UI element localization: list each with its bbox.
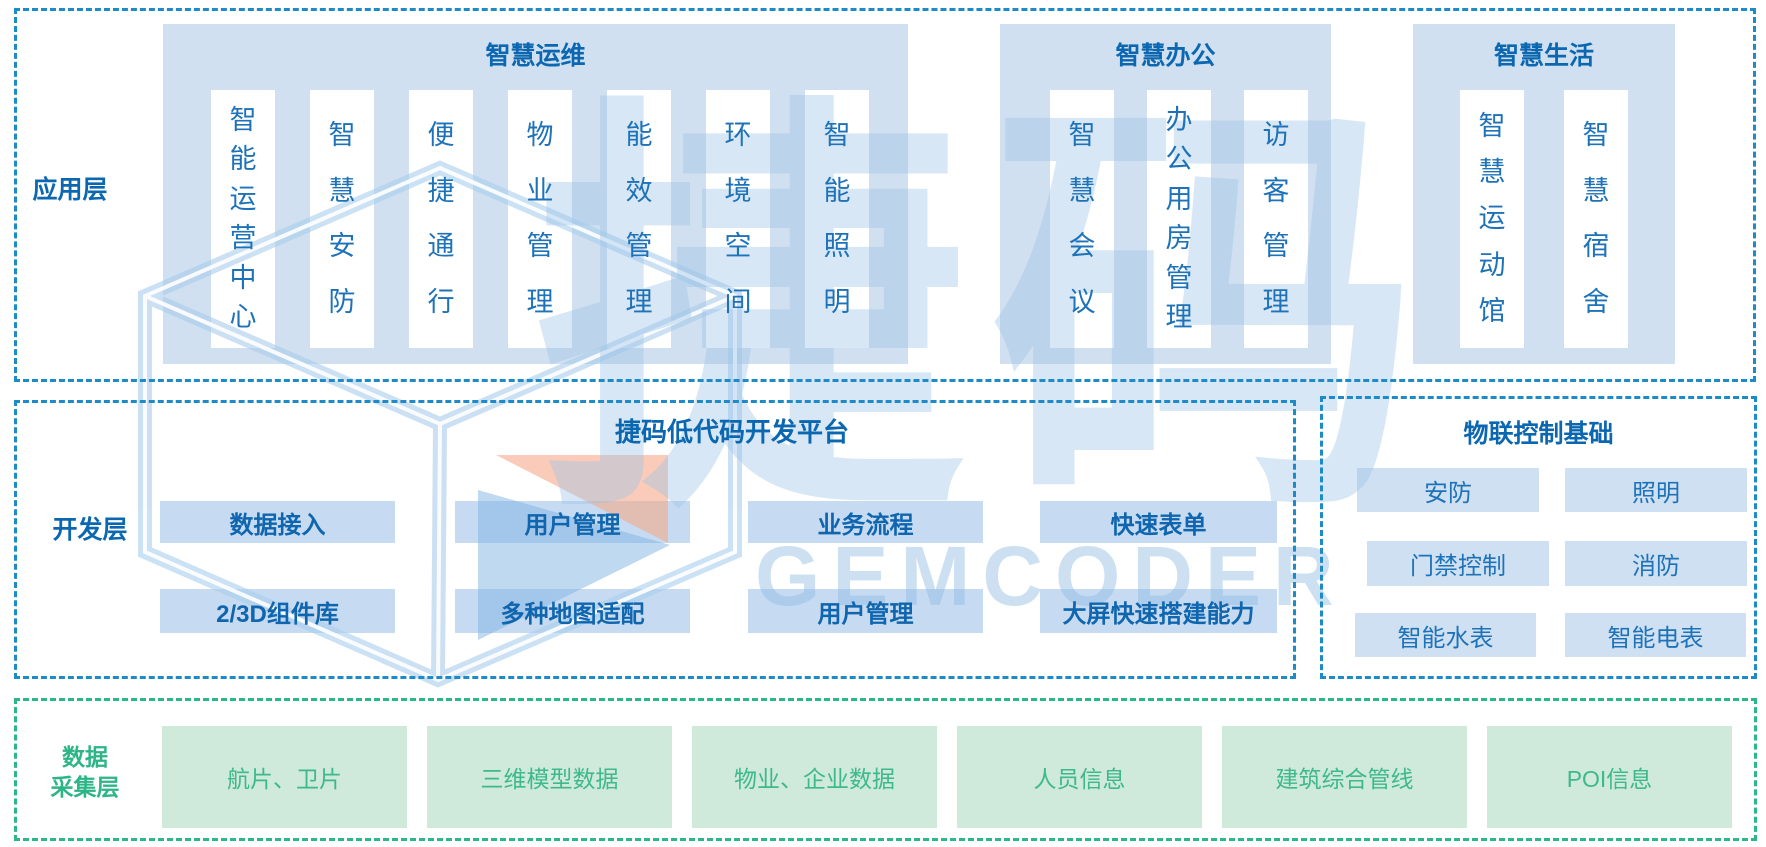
app-column-energy: 能效管理 (607, 90, 671, 348)
label-application-layer: 应用层 (32, 176, 108, 204)
group-smart-office: 智慧办公 智慧会议 办公用房管理 访客管理 (1000, 24, 1331, 364)
iot-title: 物联控制基础 (1463, 420, 1614, 448)
iot-button-fire: 消防 (1565, 541, 1747, 586)
data-block-aerial-imagery: 航片、卫片 (162, 726, 407, 828)
app-column-security: 智慧安防 (310, 90, 374, 348)
group-smart-life: 智慧生活 智慧运动馆 智慧宿舍 (1413, 24, 1675, 364)
data-block-building-pipes: 建筑综合管线 (1222, 726, 1467, 828)
dev-button-user-mgmt-1: 用户管理 (455, 501, 690, 543)
app-column-meeting: 智慧会议 (1050, 90, 1114, 348)
app-column-lighting: 智能照明 (805, 90, 869, 348)
dev-button-workflow: 业务流程 (748, 501, 983, 543)
data-block-property-company: 物业、企业数据 (692, 726, 937, 828)
group-smart-operations: 智慧运维 智能运营中心 智慧安防 便捷通行 物业管理 能效管理 环境空间 智能照… (163, 24, 908, 364)
dev-button-map-adapt: 多种地图适配 (455, 589, 690, 633)
data-block-3d-model: 三维模型数据 (427, 726, 672, 828)
label-data-line2: 采集层 (50, 774, 120, 800)
label-data-line1: 数据 (62, 744, 108, 770)
iot-button-power-meter: 智能电表 (1565, 613, 1746, 657)
app-column-gym: 智慧运动馆 (1460, 90, 1524, 348)
data-block-poi: POI信息 (1487, 726, 1732, 828)
dev-button-data-access: 数据接入 (160, 501, 395, 543)
app-column-visitor: 访客管理 (1244, 90, 1308, 348)
app-column-environment: 环境空间 (706, 90, 770, 348)
label-development-layer: 开发层 (52, 516, 128, 544)
group-title-smart-office: 智慧办公 (1115, 42, 1216, 70)
dev-button-user-mgmt-2: 用户管理 (748, 589, 983, 633)
dev-button-quick-form: 快速表单 (1040, 501, 1277, 543)
iot-button-water-meter: 智能水表 (1355, 613, 1536, 657)
label-data-collection-layer: 数据 采集层 (24, 742, 146, 802)
dev-button-big-screen: 大屏快速搭建能力 (1040, 589, 1277, 633)
app-column-easy-access: 便捷通行 (409, 90, 473, 348)
app-column-property: 物业管理 (508, 90, 572, 348)
dev-button-23d-library: 2/3D组件库 (160, 589, 395, 633)
group-title-smart-operations: 智慧运维 (485, 42, 586, 70)
iot-button-security: 安防 (1357, 468, 1539, 512)
iot-button-access-control: 门禁控制 (1367, 541, 1549, 586)
app-column-ops-center: 智能运营中心 (211, 90, 275, 348)
data-block-personnel: 人员信息 (957, 726, 1202, 828)
group-title-smart-life: 智慧生活 (1493, 42, 1594, 70)
iot-button-lighting: 照明 (1565, 468, 1747, 512)
app-column-dormitory: 智慧宿舍 (1564, 90, 1628, 348)
app-column-office-room: 办公用房管理 (1147, 90, 1211, 348)
platform-title: 捷码低代码开发平台 (615, 417, 850, 447)
